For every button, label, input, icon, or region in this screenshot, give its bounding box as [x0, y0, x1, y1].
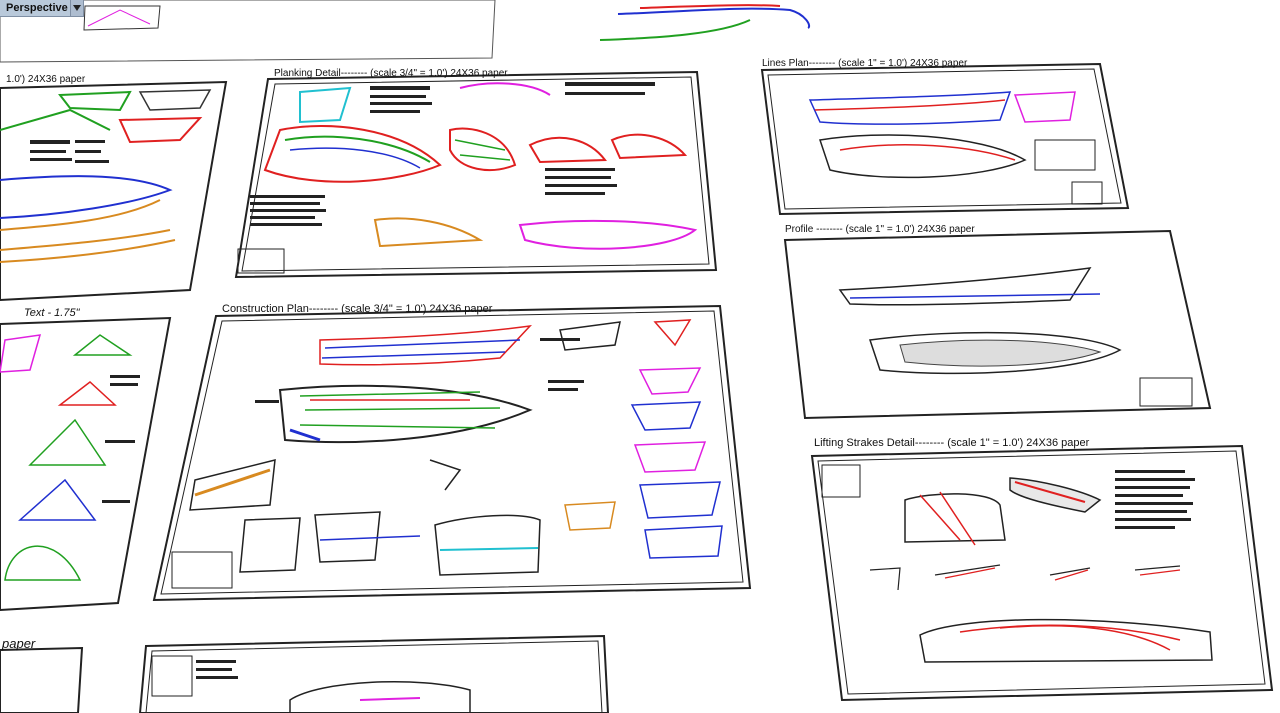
triangle-down-icon[interactable] [70, 0, 83, 16]
sheet-profile[interactable]: Profile -------- (scale 1" = 1.0') 24X36… [783, 224, 1212, 420]
sheet-top-cut[interactable] [0, 0, 496, 63]
sheet-title-bottom-left: paper [1, 636, 36, 651]
sheet-construction-plan[interactable]: Construction Plan-------- (scale 3/4" = … [152, 303, 752, 602]
sheet-left-upper[interactable]: 1.0') 24X36 paper [0, 74, 228, 302]
sheet-title-text: Text - 1.75" [24, 307, 81, 319]
sheet-bottom-left-cut[interactable]: paper [0, 636, 84, 713]
viewport-name: Perspective [6, 2, 68, 14]
sheet-bottom-center[interactable] [138, 634, 610, 713]
viewport-tab-perspective[interactable]: Perspective [0, 0, 84, 17]
floating-curves [599, 4, 810, 41]
sheet-lifting-strakes[interactable]: Lifting Strakes Detail-------- (scale 1"… [810, 437, 1274, 702]
sheet-planking-detail[interactable]: Planking Detail-------- (scale 3/4" = 1.… [234, 68, 718, 279]
sheet-lines-plan[interactable]: Lines Plan-------- (scale 1" = 1.0') 24X… [760, 58, 1130, 216]
sheet-title-lifting: Lifting Strakes Detail-------- (scale 1"… [814, 437, 1090, 449]
sheet-title-planking: Planking Detail-------- (scale 3/4" = 1.… [274, 68, 508, 79]
sheet-title-lines: Lines Plan-------- (scale 1" = 1.0') 24X… [762, 58, 968, 69]
sheet-text[interactable]: Text - 1.75" [0, 307, 172, 612]
sheet-title-profile: Profile -------- (scale 1" = 1.0') 24X36… [785, 224, 975, 235]
sheet-title-construction: Construction Plan-------- (scale 3/4" = … [222, 303, 493, 315]
sheet-title-top-left: 1.0') 24X36 paper [6, 74, 86, 85]
